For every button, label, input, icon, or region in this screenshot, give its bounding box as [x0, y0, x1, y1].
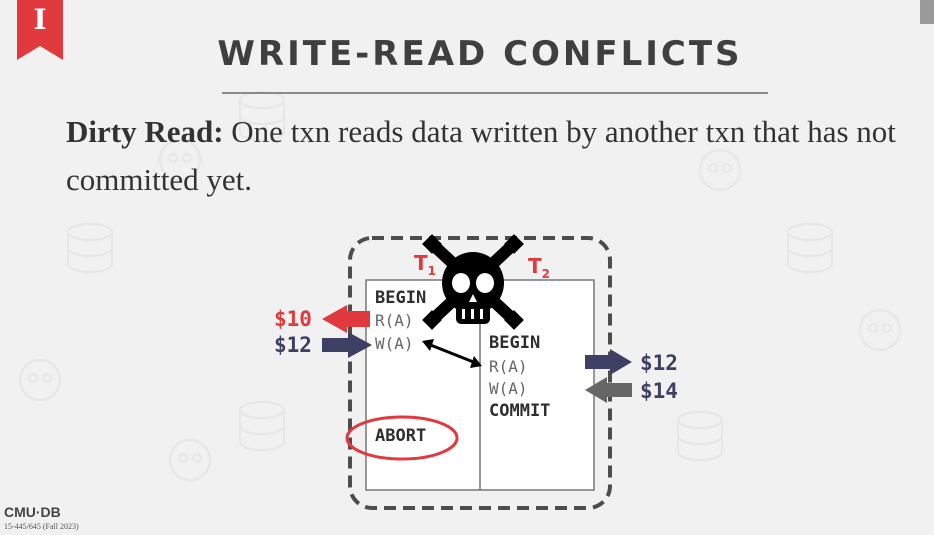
- cmu-db-logo: CMU·DB: [4, 504, 61, 520]
- t2-op-read: R(A): [489, 357, 528, 376]
- t1-op-begin: BEGIN: [375, 288, 427, 308]
- database-icon: [67, 223, 113, 273]
- t2-op-write: W(A): [489, 379, 528, 398]
- skull-icon: [159, 139, 201, 181]
- t1-op-abort: ABORT: [375, 426, 427, 446]
- skull-icon: [19, 359, 61, 401]
- t2-op-commit: COMMIT: [489, 401, 551, 421]
- definition-term: Dirty Read:: [66, 114, 224, 149]
- database-icon: [677, 411, 723, 461]
- t1-op-write: W(A): [375, 334, 414, 353]
- scroll-tab[interactable]: [920, 0, 934, 24]
- database-icon: [787, 223, 833, 273]
- bookmark-glyph: I: [33, 3, 47, 36]
- bookmark-icon: [17, 0, 63, 60]
- course-label: 15-445/645 (Fall 2023): [4, 522, 79, 531]
- t2-label: T2: [528, 254, 551, 281]
- t1-write-value: $12: [274, 333, 312, 357]
- definition-text: Dirty Read: One txn reads data written b…: [66, 108, 896, 204]
- skull-icon: [169, 439, 211, 481]
- t2-op-begin: BEGIN: [489, 333, 541, 353]
- slide-title: WRITE-READ CONFLICTS: [217, 34, 743, 74]
- skull-crossbones-icon: [422, 234, 524, 330]
- t2-write-value: $14: [640, 379, 678, 403]
- t2-read-value: $12: [640, 351, 678, 375]
- definition-body: One txn reads data written by another tx…: [66, 114, 896, 197]
- write-arrow-icon: [585, 377, 632, 403]
- write-arrow-icon: [322, 332, 372, 358]
- skull-icon: [699, 149, 741, 191]
- database-icon: [239, 401, 285, 451]
- read-arrow-icon: [322, 305, 370, 333]
- skull-icon: [859, 309, 901, 351]
- t1-op-read: R(A): [375, 311, 414, 330]
- read-arrow-icon: [585, 349, 632, 375]
- t1-read-value: $10: [274, 307, 312, 331]
- double-arrow-icon: [422, 339, 482, 368]
- abort-highlight: [345, 415, 459, 461]
- t1-label: T1: [414, 251, 437, 278]
- title-divider: [222, 92, 768, 94]
